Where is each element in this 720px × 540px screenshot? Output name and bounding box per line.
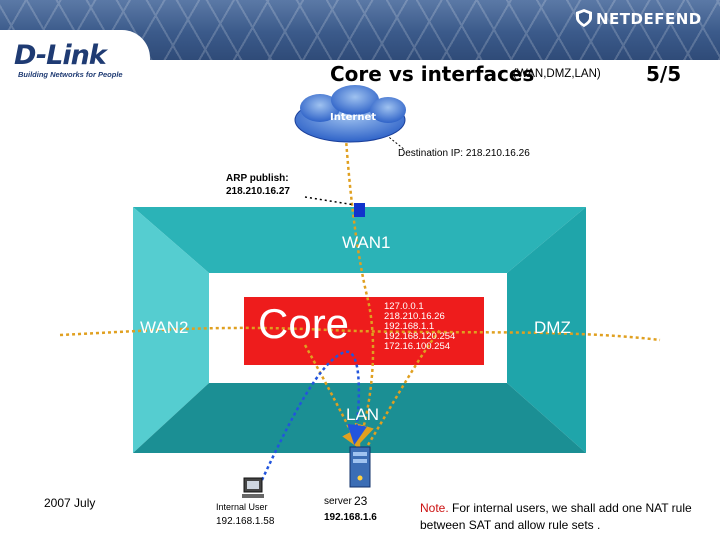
wan2-zone — [133, 207, 209, 453]
dlink-logo: D-Link — [14, 40, 107, 71]
arp-publish-marker — [354, 203, 365, 217]
destination-ip-label: Destination IP: 218.210.16.26 — [398, 148, 530, 159]
footer-date: 2007 July — [44, 496, 96, 510]
internet-cloud-icon — [294, 85, 406, 143]
lan-zone — [133, 383, 586, 453]
core-ip: 127.0.0.1 — [384, 301, 424, 312]
internet-to-core-path — [343, 124, 375, 445]
wan1-zone — [133, 207, 586, 273]
core-ip: 172.16.100.254 — [384, 341, 451, 352]
core-ip: 218.210.16.26 — [384, 311, 445, 322]
arp-publish-title: ARP publish: — [226, 173, 289, 184]
internal-user-ip: 192.168.1.58 — [216, 516, 275, 527]
slide-subtitle: (WAN,DMZ,LAN) — [513, 68, 601, 80]
note-prefix: Note. — [420, 501, 449, 515]
page-number: 5/5 — [646, 62, 682, 86]
core-label: Core — [258, 300, 350, 347]
wan1-label: WAN1 — [342, 233, 391, 252]
wan2-label: WAN2 — [140, 318, 189, 337]
netdefend-shield-icon — [576, 9, 592, 27]
brand-name: NETDEFEND — [596, 10, 702, 28]
core-ip-list: 127.0.0.1 218.210.16.26 192.168.1.1 192.… — [384, 302, 455, 352]
slide-title: Core vs interfaces — [330, 62, 535, 86]
logo-background — [0, 30, 150, 86]
arp-publish-path — [304, 196, 356, 206]
arp-publish-ip: 218.210.16.27 — [226, 186, 290, 197]
dmz-zone — [507, 207, 586, 453]
user-request-path — [260, 350, 367, 481]
server-number: 23 — [354, 494, 368, 508]
internet-label: Internet — [330, 112, 377, 123]
dmz-label: DMZ — [534, 318, 571, 337]
core-ip: 192.168.1.1 — [384, 321, 435, 332]
internal-user-computer-icon — [242, 477, 264, 498]
server-ip: 192.168.1.6 — [324, 512, 377, 523]
note-text: For internal users, we shall add one NAT… — [420, 501, 692, 532]
server-label: server — [324, 496, 352, 507]
lan-label: LAN — [346, 405, 380, 424]
wan-traffic-path — [59, 326, 661, 342]
server-icon — [349, 446, 371, 488]
internal-user-label: Internal User — [216, 502, 268, 512]
footer-note: Note. For internal users, we shall add o… — [420, 500, 712, 534]
dlink-logo-tagline: Building Networks for People — [18, 70, 123, 79]
core-ip: 192.168.120.254 — [384, 331, 456, 342]
